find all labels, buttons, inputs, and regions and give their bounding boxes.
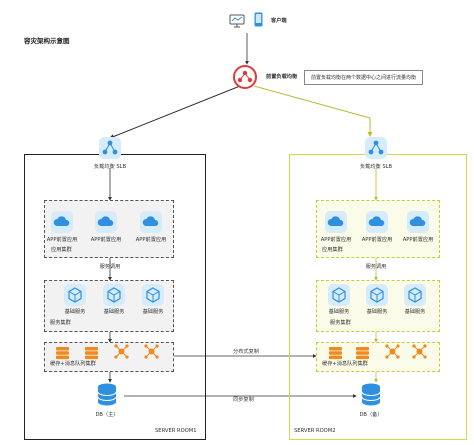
- client-label: 客户端: [271, 18, 287, 24]
- app-item-label: APP前置应用: [402, 237, 434, 243]
- monitor-icon: [229, 13, 245, 28]
- app-cloud-icon: [140, 211, 162, 233]
- cube-icon: [64, 284, 86, 306]
- cache-cluster-label: 缓存+消息队列集群: [50, 361, 96, 367]
- slb-icon-room1: [98, 136, 122, 164]
- phone-icon: [254, 12, 263, 31]
- server-room-1-label: SERVER ROOM1: [155, 428, 197, 434]
- message-queue-icon: [412, 344, 427, 363]
- cache-stack-icon: [55, 345, 70, 364]
- app-item-label: APP前置应用: [320, 237, 352, 243]
- service-call-label: 服务调用: [99, 264, 121, 270]
- db-slave-label: DB（备）: [359, 412, 383, 418]
- slb-icon-room2: [364, 136, 388, 164]
- base-cluster-label: 服务集群: [330, 320, 351, 326]
- network-router-icon: [232, 64, 258, 94]
- app-item-label: APP前置应用: [90, 237, 122, 243]
- cube-icon: [328, 284, 350, 306]
- base-service-label: 基础服务: [64, 309, 86, 315]
- cube-icon: [142, 284, 164, 306]
- app-item-label: APP前置应用: [46, 237, 78, 243]
- cache-stack-icon: [84, 345, 99, 364]
- diagram-title: 容灾架构示意图: [24, 37, 70, 45]
- app-cloud-icon: [407, 211, 429, 233]
- database-icon: [96, 382, 118, 412]
- slb-label-room2: 负载均衡 SLB: [359, 164, 393, 170]
- front-lb-note: 前置负载均衡在两个数据中心之间进行流量均衡: [304, 70, 424, 85]
- app-item-label: APP前置应用: [135, 237, 167, 243]
- base-service-label: 基础服务: [366, 309, 388, 315]
- message-queue-icon: [144, 344, 159, 363]
- message-queue-icon: [114, 344, 129, 363]
- sync-copy-label: 同步复制: [233, 397, 254, 403]
- front-lb-label: 前置负载均衡: [266, 74, 298, 80]
- base-service-label: 基础服务: [404, 309, 426, 315]
- message-queue-icon: [385, 344, 400, 363]
- lb-to-slb1-line: [109, 85, 241, 139]
- cache-cluster-label: 缓存+消息队列集群: [322, 361, 368, 367]
- app-cloud-icon: [95, 211, 117, 233]
- cube-icon: [366, 284, 388, 306]
- base-service-label: 基础服务: [328, 309, 350, 315]
- base-cluster-label: 服务集群: [50, 320, 71, 326]
- base-service-label: 基础服务: [103, 309, 125, 315]
- service-call-label: 服务调用: [365, 264, 387, 270]
- lb-to-slb2-line: [253, 85, 373, 137]
- app-cloud-icon: [366, 211, 388, 233]
- cube-icon: [404, 284, 426, 306]
- server-room-2-label: SERVER ROOM2: [294, 428, 336, 434]
- cache-stack-icon: [355, 345, 370, 364]
- app-cluster-label: 应用集群: [322, 247, 343, 253]
- slb-label-room1: 负载均衡 SLB: [93, 164, 127, 170]
- db-master-label: DB（主）: [95, 412, 119, 418]
- app-cloud-icon: [51, 211, 73, 233]
- base-service-label: 基础服务: [142, 309, 164, 315]
- cube-icon: [103, 284, 125, 306]
- app-cluster-label: 应用集群: [51, 247, 72, 253]
- app-item-label: APP前置应用: [361, 237, 393, 243]
- cache-stack-icon: [328, 345, 343, 364]
- database-icon: [360, 382, 382, 412]
- distributed-copy-label: 分布式复制: [231, 349, 261, 356]
- app-cloud-icon: [325, 211, 347, 233]
